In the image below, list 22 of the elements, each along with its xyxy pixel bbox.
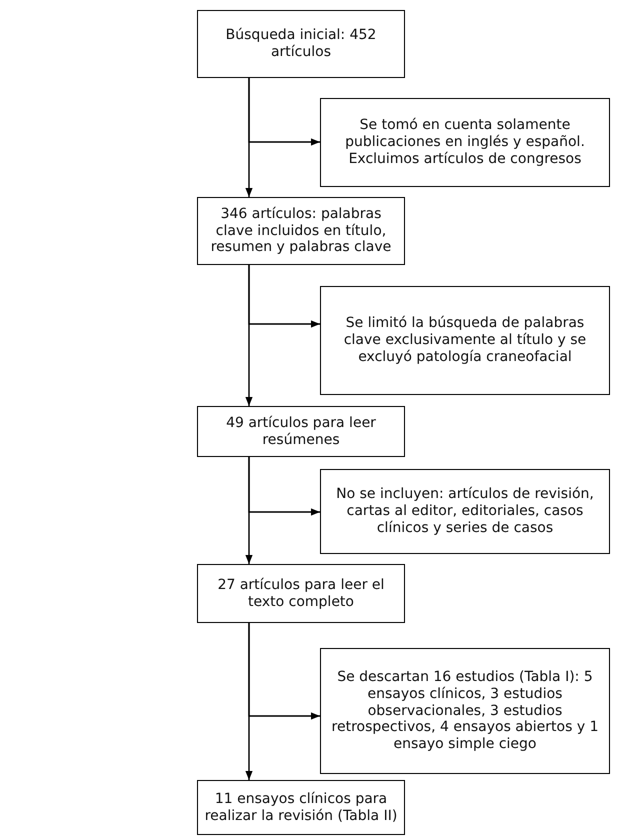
box-text: Se limitó la búsqueda de palabras clave exclusivamente al título y se excluyó patología craneofacial [342,315,588,366]
step-box [197,406,405,457]
box-text: Se tomó en cuenta solamente publicaciones en inglés y español. Excluimos artículos de congresos [344,117,586,168]
arrow [248,78,320,146]
step-box [197,780,405,835]
exclusion-box [320,98,610,187]
arrow [248,623,320,720]
arrow [248,265,320,328]
box-text: 27 artículos para leer el texto completo [216,576,386,610]
box-text: 11 ensayos clínicos para realizar la revisión (Tabla II) [204,790,398,824]
box-text: 49 artículos para leer resúmenes [225,414,377,448]
step-box [197,564,405,623]
box-text: Se descartan 16 estudios (Tabla I): 5 ensayos clínicos, 3 estudios observacionales, 3 estudios retrospectivos, 4 ensayos abiertos y 1 ensayo simple ciego [330,669,600,753]
arrow [248,457,320,516]
box-text: Búsqueda inicial: 452 artículos [224,27,378,61]
exclusion-box [320,286,610,395]
exclusion-box [320,469,610,554]
box-text: 346 artículos: palabras clave incluidos en título, resumen y palabras clave [210,206,392,256]
exclusion-box [320,648,610,774]
step-box [197,10,405,78]
step-box [197,197,405,265]
box-text: No se incluyen: artículos de revisión, cartas al editor, editoriales, casos clínicos y series de casos [335,486,595,537]
